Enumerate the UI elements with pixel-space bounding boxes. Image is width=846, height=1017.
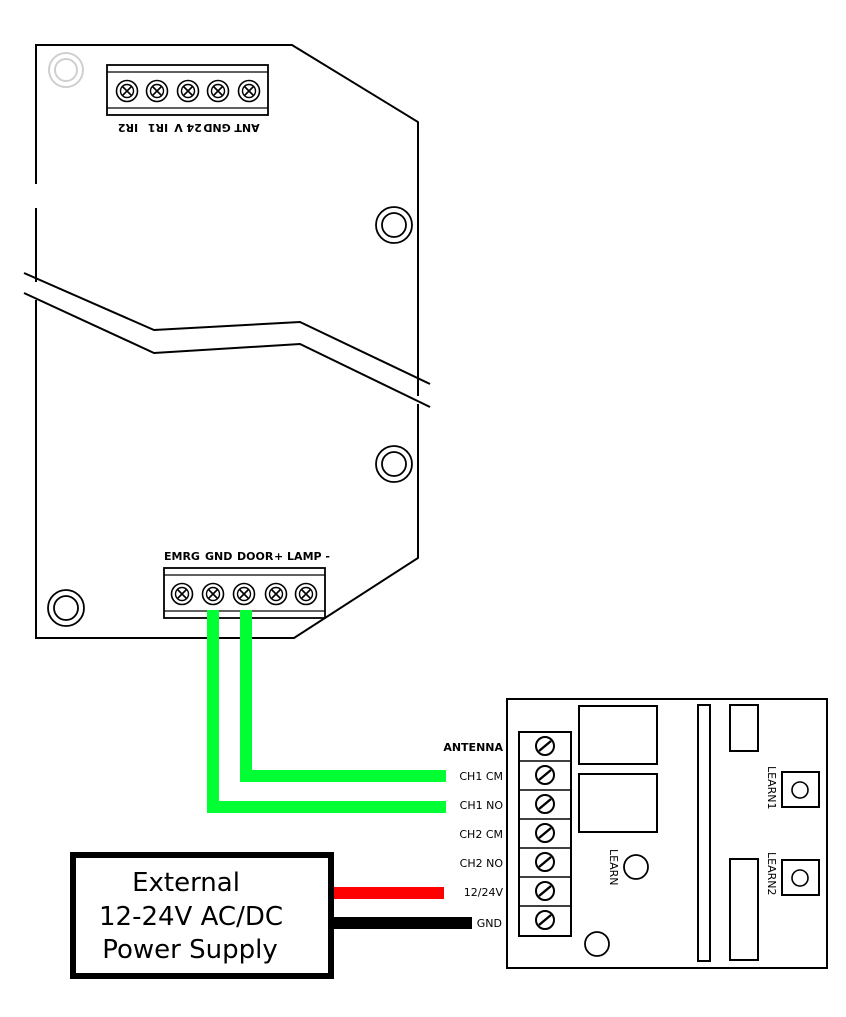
receiver-label-12-24v: 12/24V xyxy=(464,886,504,899)
bottom-terminal-block xyxy=(163,567,326,619)
component-bottom xyxy=(729,858,759,961)
indicator-led xyxy=(584,931,610,957)
connector-strip xyxy=(697,704,711,962)
receiver-label-antenna: ANTENNA xyxy=(443,741,503,754)
bottom-terminal-label-gnd: GND xyxy=(205,550,232,563)
terminal-screw xyxy=(115,79,139,103)
wire-door-to-ch1-cm xyxy=(240,610,446,782)
component-top xyxy=(729,704,759,752)
wire-gnd-to-ch1-no xyxy=(207,610,446,813)
terminal-screw xyxy=(176,79,200,103)
learn-label: LEARN xyxy=(607,849,620,885)
bottom-terminal-label-lamp: + LAMP - xyxy=(274,550,330,563)
power-supply-box: External 12-24V AC/DC Power Supply xyxy=(70,852,334,979)
relay-2 xyxy=(578,773,658,833)
power-supply-line-2: 12-24V AC/DC xyxy=(99,902,283,932)
wires xyxy=(207,610,472,929)
top-terminal-label-ir1: IR1 xyxy=(148,121,168,134)
receiver-label-ch1-cm: CH1 CM xyxy=(459,770,503,783)
top-terminal-label-24v: 24 V xyxy=(174,121,202,134)
terminal-screw xyxy=(264,582,288,606)
terminal-screw xyxy=(534,735,556,757)
terminal-screw xyxy=(534,851,556,873)
mounting-hole xyxy=(48,52,84,88)
mounting-hole xyxy=(47,589,85,627)
receiver-label-ch2-cm: CH2 CM xyxy=(459,828,503,841)
terminal-screw xyxy=(232,582,256,606)
learn1-label: LEARN1 xyxy=(765,766,778,809)
terminal-screw xyxy=(237,79,261,103)
mounting-hole xyxy=(375,445,413,483)
mounting-hole xyxy=(375,206,413,244)
top-terminal-label-ant: ANT xyxy=(234,121,260,134)
terminal-screw xyxy=(206,79,230,103)
power-supply-line-3: Power Supply xyxy=(102,935,277,965)
terminal-screw xyxy=(170,582,194,606)
learn1-button xyxy=(781,771,820,808)
terminal-screw xyxy=(534,880,556,902)
learn2-label: LEARN2 xyxy=(765,852,778,895)
terminal-screw xyxy=(201,582,225,606)
receiver-label-gnd: GND xyxy=(477,917,502,930)
power-supply-line-1: External xyxy=(132,868,240,898)
bottom-terminal-label-emrg: EMRG xyxy=(164,550,200,563)
top-terminal-label-gnd: GND xyxy=(203,121,230,134)
learn-button xyxy=(623,854,649,880)
terminal-screw xyxy=(145,79,169,103)
top-terminal-label-ir2: IR2 xyxy=(118,121,138,134)
receiver-board: ANTENNA CH1 CM CH1 NO CH2 CM CH2 NO 12/2… xyxy=(443,698,828,969)
learn2-button xyxy=(781,859,820,896)
relay-1 xyxy=(578,705,658,765)
bottom-terminal-label-door: DOOR xyxy=(237,550,274,563)
controller-board: ANT GND 24 V IR1 IR2 EMRG GND DOOR + LAM… xyxy=(23,44,431,639)
top-terminal-block xyxy=(106,64,269,116)
receiver-label-ch1-no: CH1 NO xyxy=(460,799,504,812)
receiver-label-ch2-no: CH2 NO xyxy=(460,857,504,870)
terminal-screw xyxy=(534,909,556,931)
terminal-screw xyxy=(534,764,556,786)
terminal-screw xyxy=(534,793,556,815)
terminal-screw xyxy=(534,822,556,844)
receiver-terminal-block xyxy=(518,731,572,937)
terminal-screw xyxy=(294,582,318,606)
